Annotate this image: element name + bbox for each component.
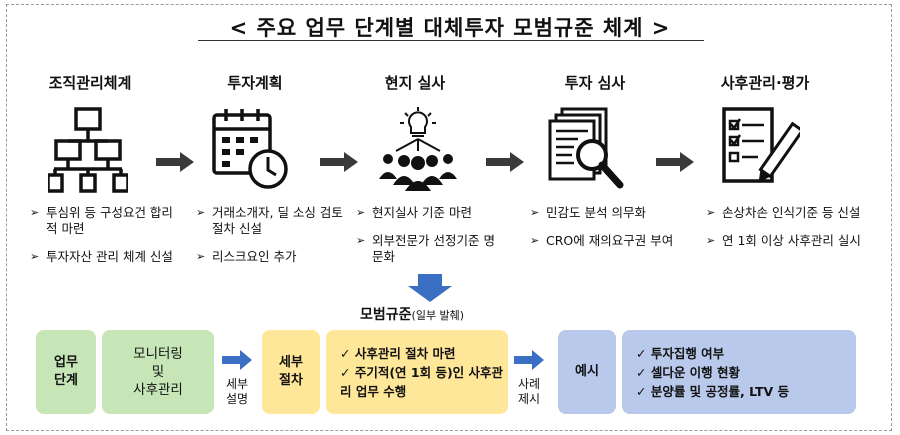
diagram-frame: [6, 4, 892, 431]
document-search-icon: [548, 107, 624, 189]
list-item: 연 1회 이상 사후관리 실시: [706, 233, 866, 249]
stage-5-bullets: 손상차손 인식기준 등 신설 연 1회 이상 사후관리 실시: [706, 205, 866, 261]
detail-explain-label: 세부 설명: [225, 377, 249, 406]
example-box: 예시: [558, 330, 616, 414]
stage-label-3: 현지 실사: [384, 74, 446, 92]
stage-3-bullets: 현지실사 기준 마련 외부전문가 선정기준 명문화: [356, 205, 506, 277]
list-item: 투자자산 관리 체계 신설: [30, 249, 180, 265]
list-item: CRO에 재의요구권 부여: [530, 233, 680, 249]
diagram-title: < 주요 업무 단계별 대체투자 모범규준 체계 >: [229, 16, 671, 40]
right-arrow-icon: [486, 152, 524, 172]
list-item: 현지실사 기준 마련: [356, 205, 506, 221]
detail-procedure-box: 세부 절차: [262, 330, 320, 414]
list-item: 리스크요인 추가: [196, 249, 346, 265]
right-arrow-icon: [222, 350, 252, 370]
right-arrow-icon: [156, 152, 194, 172]
checklist-pen-icon: [722, 107, 800, 183]
stage-label-1: 조직관리체계: [48, 74, 132, 92]
list-item: 투자집행 여부: [636, 344, 789, 363]
org-chart-icon: [48, 107, 128, 193]
procedure-list: 사후관리 절차 마련 주기적(연 1회 등)인 사후관리 업무 수행: [340, 344, 508, 401]
stage-4-bullets: 민감도 분석 의무화 CRO에 재의요구권 부여: [530, 205, 680, 261]
list-item: 사후관리 절차 마련: [340, 344, 508, 363]
stage-2-bullets: 거래소개자, 딜 소싱 검토절차 신설 리스크요인 추가: [196, 205, 346, 277]
calendar-clock-icon: [212, 109, 288, 189]
list-item: 셀다운 이행 현황: [636, 363, 789, 382]
team-idea-icon: [379, 107, 457, 191]
stage-label-4: 투자 심사: [564, 74, 626, 92]
list-item: 분양률 및 공정률, LTV 등: [636, 382, 789, 401]
monitoring-box: 모니터링 및 사후관리: [102, 330, 214, 414]
list-item: 투심위 등 구성요건 합리적 마련: [30, 205, 180, 237]
title-underline: [198, 40, 704, 41]
example-list: 투자집행 여부 셀다운 이행 현황 분양률 및 공정률, LTV 등: [636, 344, 789, 401]
list-item: 손상차손 인식기준 등 신설: [706, 205, 866, 221]
list-item: 외부전문가 선정기준 명문화: [356, 233, 506, 265]
stage-label-2: 투자계획: [227, 74, 283, 92]
right-arrow-icon: [320, 152, 358, 172]
list-item: 주기적(연 1회 등)인 사후관리 업무 수행: [340, 363, 508, 401]
model-standard-title: 모범규준(일부 발췌): [360, 307, 465, 323]
example-items-box: 투자집행 여부 셀다운 이행 현황 분양률 및 공정률, LTV 등: [622, 330, 856, 414]
stage-1-bullets: 투심위 등 구성요건 합리적 마련 투자자산 관리 체계 신설: [30, 205, 180, 277]
work-stage-box: 업무 단계: [36, 330, 96, 414]
case-present-label: 사례 제시: [517, 377, 541, 406]
list-item: 거래소개자, 딜 소싱 검토절차 신설: [196, 205, 346, 237]
right-arrow-icon: [514, 350, 544, 370]
right-arrow-icon: [656, 152, 694, 172]
procedure-items-box: 사후관리 절차 마련 주기적(연 1회 등)인 사후관리 업무 수행: [326, 330, 508, 414]
down-arrow-icon: [408, 274, 452, 304]
list-item: 민감도 분석 의무화: [530, 205, 680, 221]
stage-label-5: 사후관리·평가: [720, 74, 810, 92]
